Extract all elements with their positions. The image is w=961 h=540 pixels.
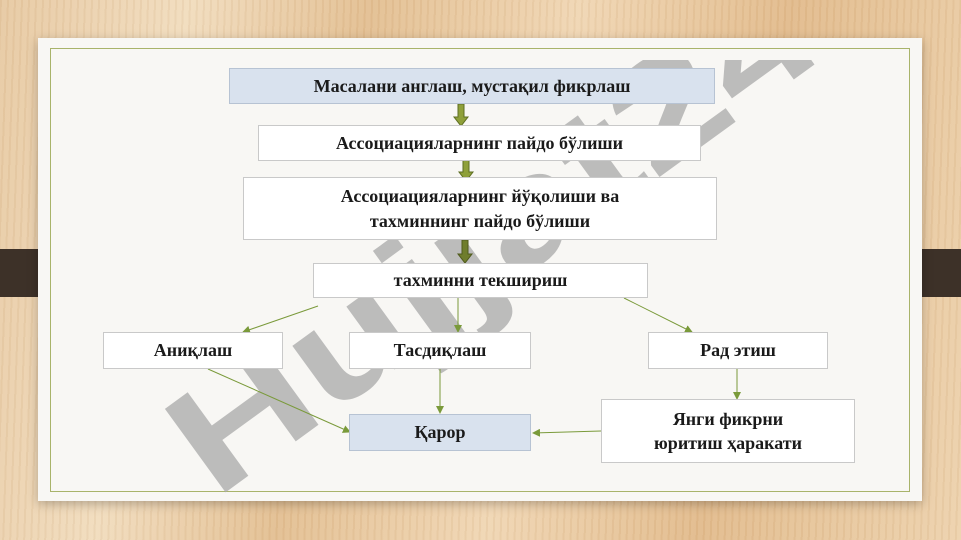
- step-associations-arise-label: Ассоциацияларнинг пайдо бўлиши: [335, 132, 624, 153]
- new-idea-line2: юритиш ҳаракати: [654, 433, 802, 453]
- step-associations-meet-line2: тахминнинг пайдо бўлиши: [369, 210, 591, 231]
- new-idea-line1: Янги фикрни: [672, 408, 784, 429]
- branch-clarify-box: Аниқлаш: [103, 332, 283, 369]
- step-associations-arise-box: Ассоциацияларнинг пайдо бўлиши: [258, 125, 701, 161]
- step-associations-meet-line1: Ассоциацияларнинг йўқолиши ва: [340, 186, 620, 207]
- slide-frame: [50, 48, 910, 492]
- block-arrow-2: [457, 159, 475, 182]
- connector-check-to-reject: [623, 297, 693, 333]
- branch-confirm-label: Тасдиқлаш: [393, 340, 487, 361]
- step-understand-label: Масалани англаш, мустақил фикрлаш: [313, 75, 631, 96]
- decision-label: Қарор: [414, 422, 466, 443]
- step-understand-box: Масалани англаш, мустақил фикрлаш: [229, 68, 715, 104]
- decision-box: Қарор: [349, 414, 531, 451]
- branch-reject-label: Рад этиш: [700, 340, 776, 361]
- step-associations-meet-box: Ассоциацияларнинг йўқолиши ва тахминнинг…: [243, 177, 717, 240]
- connector-check-to-clarify: [242, 305, 319, 334]
- block-arrow-3: [456, 239, 474, 264]
- step-check-guess-box: тахминни текшириш: [313, 263, 648, 298]
- connector-newidea-to-decision: [532, 428, 602, 437]
- block-arrow-1: [452, 103, 470, 127]
- step-check-guess-label: тахминни текшириш: [393, 270, 568, 291]
- branch-confirm-box: Тасдиқлаш: [349, 332, 531, 369]
- connector-clarify-to-decision: [207, 368, 351, 433]
- branch-clarify-label: Аниқлаш: [153, 340, 233, 361]
- new-idea-box: Янги фикрни юритиш ҳаракати: [601, 399, 855, 463]
- branch-reject-box: Рад этиш: [648, 332, 828, 369]
